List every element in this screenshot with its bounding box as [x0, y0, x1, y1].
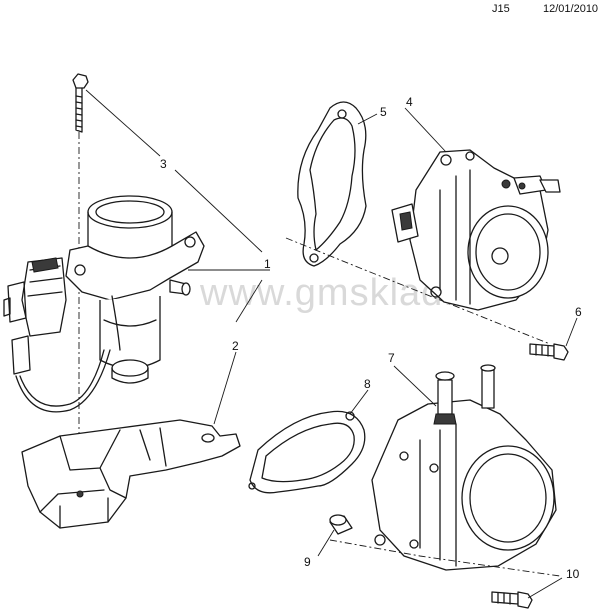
callout-10: 10 [566, 567, 580, 581]
part-10-bolt [491, 591, 533, 609]
page-date: 12/01/2010 [543, 3, 599, 15]
part-4-mechanical-pump [391, 149, 561, 311]
part-7-pump [329, 364, 561, 577]
page-code: J15 [492, 3, 510, 15]
part-8-gasket [248, 410, 366, 494]
callout-2: 2 [232, 339, 239, 353]
part-1-pump-motor [3, 195, 205, 413]
callout-7: 7 [388, 351, 395, 365]
callout-3: 3 [160, 157, 167, 171]
callout-6: 6 [575, 305, 582, 319]
part-9-spacer [329, 514, 353, 535]
part-3-bolt [72, 73, 89, 470]
callout-4: 4 [406, 95, 413, 109]
part-6-bolt [529, 343, 569, 361]
callout-5: 5 [380, 105, 387, 119]
part-2-bracket [21, 419, 241, 529]
callout-1: 1 [264, 257, 271, 271]
part-5-gasket [285, 101, 551, 345]
callout-8: 8 [364, 377, 371, 391]
callout-9: 9 [304, 555, 311, 569]
